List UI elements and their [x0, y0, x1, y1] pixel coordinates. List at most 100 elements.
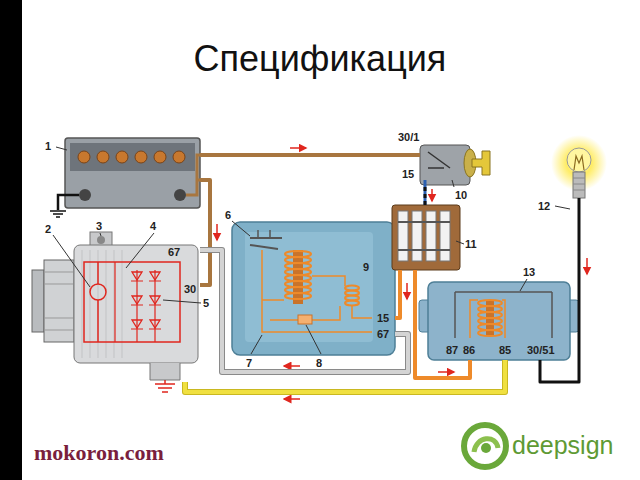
watermark: mokoron.com [34, 440, 164, 466]
alternator-drawing [32, 232, 201, 392]
battery-drawing-part [186, 155, 200, 195]
battery-drawing-part [174, 189, 186, 201]
terminal-label: 86 [462, 344, 476, 356]
current-arrows-part [216, 224, 218, 240]
ignition-switch-drawing-part [420, 145, 470, 185]
terminal-label: 67 [376, 328, 390, 340]
callout-number: 3 [96, 220, 102, 232]
relay-drawing-part [520, 279, 527, 291]
alternator-drawing-part [90, 284, 106, 300]
terminal-label: 67 [167, 246, 181, 258]
relay-drawing-part [470, 300, 505, 338]
callout-number: 6 [225, 209, 231, 221]
callout-number: 5 [203, 297, 209, 309]
relay-drawing-part [455, 292, 552, 338]
battery-drawing-part [173, 151, 185, 163]
fuse-block-drawing [392, 205, 464, 270]
warning-lamp: 12 [558, 140, 600, 202]
ignition-switch-drawing [415, 145, 490, 187]
terminal-label: 30 [183, 283, 197, 295]
wire [200, 153, 415, 157]
deepsign-logo [464, 425, 506, 467]
battery-drawing-part [50, 211, 66, 217]
callout-number: 12 [538, 200, 550, 212]
fuse-block-drawing-part [398, 211, 408, 261]
current-arrows-part [290, 147, 306, 149]
relay-drawing-part [428, 282, 570, 360]
deepsign-logo-part [474, 439, 498, 452]
callout-number: 11 [465, 238, 477, 250]
wire [185, 360, 505, 392]
regulator-drawing-part [250, 238, 282, 249]
battery-drawing-part [135, 151, 147, 163]
alternator-drawing-part [150, 363, 180, 380]
wire-stripe [424, 187, 427, 205]
alternator-drawing-part [53, 235, 90, 287]
alternator-drawing-part [84, 262, 180, 342]
regulator-drawing-part [232, 222, 395, 355]
alternator-drawing-part [126, 233, 154, 268]
regulator-drawing-part [251, 335, 262, 354]
callout-number: 8 [316, 357, 322, 369]
current-arrows-part [586, 258, 588, 274]
regulator-drawing-part [258, 230, 270, 238]
alternator-drawing-part [32, 270, 44, 332]
ignition-switch-drawing-part [415, 153, 420, 157]
fuse-block-drawing-part [426, 211, 436, 261]
current-arrows-part [406, 283, 408, 299]
battery-drawing-part [97, 151, 109, 163]
regulator-drawing-part [298, 315, 312, 324]
battery-drawing-part [65, 138, 200, 208]
voltage-regulator: 69156778 [232, 222, 395, 355]
alternator-drawing-part [163, 300, 201, 303]
callout-number: 1 [45, 140, 51, 152]
terminal-label: 9 [362, 261, 370, 273]
regulator-drawing-part [306, 325, 321, 354]
wire [200, 250, 408, 372]
regulator-drawing [232, 221, 395, 355]
alternator-drawing-part [100, 233, 101, 236]
current-arrows [217, 148, 587, 399]
callout-number: 13 [523, 266, 535, 278]
alternator-drawing-part [44, 260, 74, 342]
battery-drawing-part [154, 151, 166, 163]
wire [200, 180, 210, 285]
alternator-drawing-part [44, 272, 74, 330]
terminal-label: 15 [376, 312, 390, 324]
battery-drawing-part [70, 143, 195, 171]
alternator-drawing-part [115, 262, 161, 342]
lamp-drawing-part [567, 148, 591, 172]
regulator-drawing-part [245, 232, 373, 342]
callout-number: 10 [455, 189, 467, 201]
terminal-label: 30/51 [526, 344, 556, 356]
regulator-coil-part [345, 301, 359, 306]
deepsign-logo-part [481, 443, 491, 453]
current-arrows-part [431, 189, 433, 201]
lamp-drawing-part [573, 178, 585, 190]
fuse-block-drawing-part [440, 211, 450, 261]
callout-number: 2 [45, 223, 51, 235]
lamp-drawing-part [573, 172, 585, 198]
fuse-block-drawing-part [398, 222, 450, 250]
regulator-drawing-part [232, 221, 250, 236]
alternator-drawing-part [155, 384, 175, 392]
wire-outline [200, 250, 408, 372]
battery-drawing-part [79, 189, 91, 201]
relay-coil-part [478, 330, 502, 336]
alternator-drawing-part [74, 245, 198, 363]
alternator-drawing-part [97, 236, 105, 244]
regulator-coil [285, 251, 359, 306]
terminal-label: 87 [445, 344, 459, 356]
ignition-switch-drawing-part [452, 180, 454, 187]
regulator-drawing-part [262, 250, 372, 332]
ignition-switch-drawing-part [472, 151, 490, 175]
battery: 1 [65, 138, 200, 208]
battery-drawing-part [116, 151, 128, 163]
alternator-drawing-part [164, 380, 166, 384]
battery-drawing-part [58, 195, 79, 210]
fuse-block-drawing-part [456, 241, 464, 244]
fuse-block-drawing-part [392, 205, 460, 270]
ignition-switch: 30/11510 [415, 142, 490, 187]
lamp-drawing-part [574, 156, 584, 170]
wire [424, 187, 427, 205]
